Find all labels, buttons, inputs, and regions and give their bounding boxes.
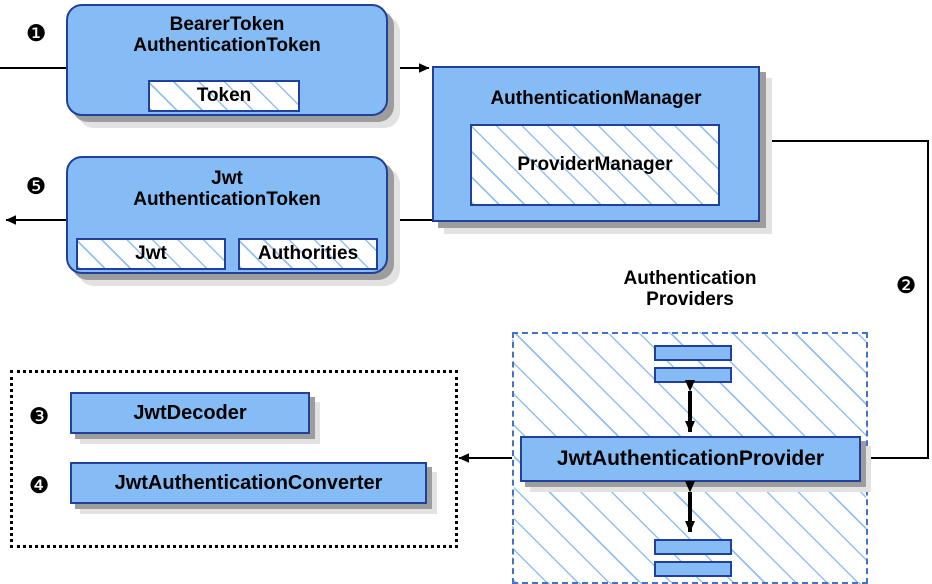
step-badge-4: ❹ bbox=[28, 473, 50, 499]
inner-box-jwt-label: Jwt bbox=[135, 243, 167, 264]
step-badge-3: ❸ bbox=[28, 404, 50, 430]
stacked-bars-icon-bottom-2 bbox=[654, 561, 732, 577]
bearer-token-title: BearerToken AuthenticationToken bbox=[133, 14, 321, 57]
authentication-manager-title: AuthenticationManager bbox=[490, 88, 702, 109]
step-badge-2: ❷ bbox=[895, 273, 917, 299]
jwt-authentication-provider-title: JwtAuthenticationProvider bbox=[556, 447, 825, 471]
authentication-providers-caption: Authentication Providers bbox=[623, 268, 757, 311]
stacked-bars-icon-top-2 bbox=[654, 367, 732, 383]
node-jwt-authentication-provider[interactable]: JwtAuthenticationProvider bbox=[520, 436, 861, 482]
node-jwt-authentication-converter[interactable]: JwtAuthenticationConverter bbox=[70, 462, 427, 504]
inner-box-token-label: Token bbox=[196, 85, 252, 106]
stacked-bars-icon-top-1 bbox=[654, 345, 732, 361]
inner-box-authorities[interactable]: Authorities bbox=[238, 238, 378, 270]
inner-box-jwt[interactable]: Jwt bbox=[76, 238, 226, 270]
stacked-bars-icon-bottom-1 bbox=[654, 539, 732, 555]
jwt-authentication-converter-title: JwtAuthenticationConverter bbox=[114, 471, 383, 494]
step-badge-5: ❺ bbox=[25, 174, 47, 200]
jwt-token-title: Jwt AuthenticationToken bbox=[133, 168, 321, 211]
inner-box-provider-manager[interactable]: ProviderManager bbox=[470, 124, 720, 206]
jwt-decoder-title: JwtDecoder bbox=[133, 401, 247, 424]
jwt-helpers-region bbox=[10, 370, 458, 548]
inner-box-authorities-label: Authorities bbox=[257, 243, 359, 264]
step-badge-1: ❶ bbox=[25, 21, 47, 47]
inner-box-provider-manager-label: ProviderManager bbox=[517, 154, 673, 175]
node-jwt-decoder[interactable]: JwtDecoder bbox=[70, 392, 310, 434]
inner-box-token[interactable]: Token bbox=[148, 80, 300, 112]
